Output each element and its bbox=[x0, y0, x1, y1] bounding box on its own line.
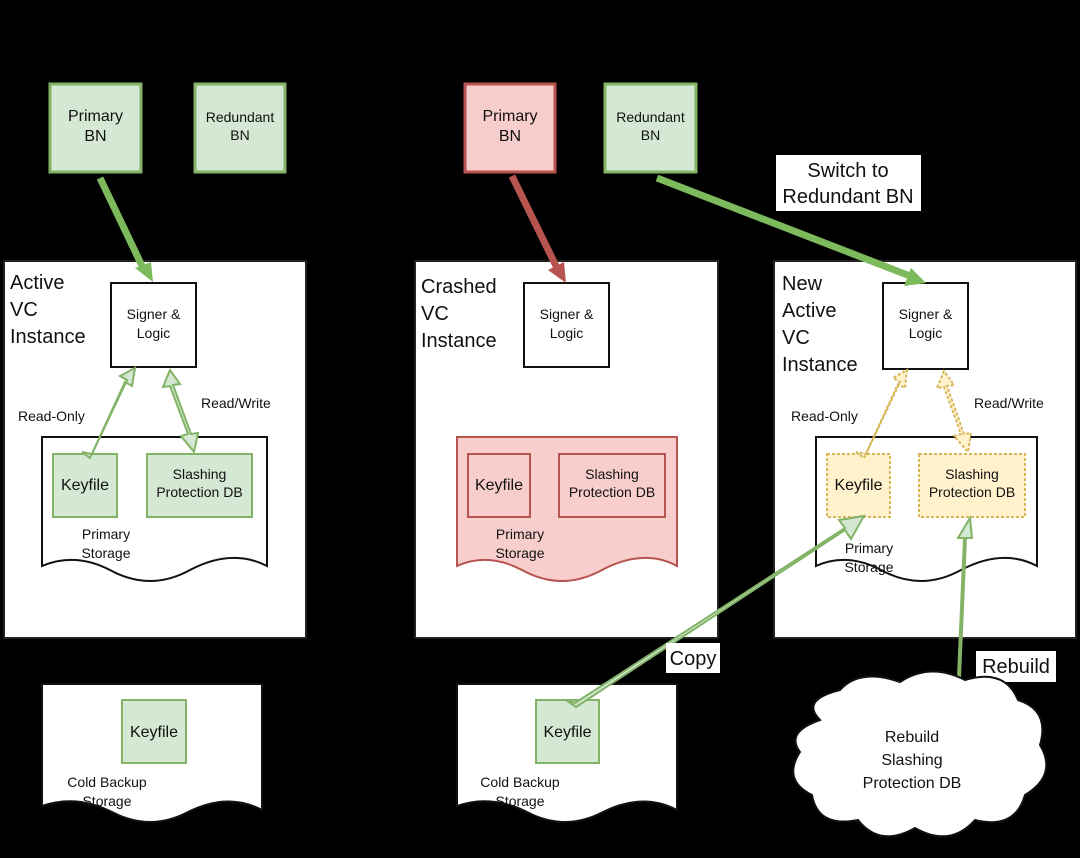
right-rebuild-cloud bbox=[792, 670, 1048, 838]
right-arrow-switch-to-redundant bbox=[655, 174, 926, 286]
middle-arrow-bn-to-signer bbox=[508, 174, 566, 283]
middle-signer-box bbox=[523, 282, 610, 368]
right-arrow-read-only bbox=[855, 368, 909, 460]
left-storage-line2: Storage bbox=[81, 545, 130, 561]
right-rebuild-label: Rebuild bbox=[982, 656, 1050, 678]
right-read-write-label: Read/Write bbox=[974, 395, 1044, 411]
right-signer-line2: Logic bbox=[909, 325, 942, 341]
middle-signer-line1: Signer & bbox=[540, 306, 594, 322]
right-read-only-label: Read-Only bbox=[791, 408, 858, 424]
left-signer-box bbox=[110, 282, 197, 368]
left-slashing-line1: Slashing bbox=[173, 466, 227, 482]
middle-vc-title-line3: Instance bbox=[421, 330, 497, 352]
middle-storage-line2: Storage bbox=[495, 545, 544, 561]
left-signer-line2: Logic bbox=[137, 325, 170, 341]
right-slashing-line2: Protection DB bbox=[929, 484, 1015, 500]
left-arrow-read-only bbox=[81, 366, 137, 460]
middle-signer-line2: Logic bbox=[550, 325, 583, 341]
left-primary-bn-line1: Primary bbox=[68, 108, 123, 125]
left-slashing-db bbox=[146, 453, 253, 518]
right-vc-title-line4: Instance bbox=[782, 354, 858, 376]
middle-cold-storage-line2: Storage bbox=[495, 793, 544, 809]
right-vc-title-line3: VC bbox=[782, 327, 810, 349]
middle-cold-storage-line1: Cold Backup bbox=[480, 774, 560, 790]
middle-cold-keyfile-label: Keyfile bbox=[543, 724, 591, 741]
left-primary-bn: Primary BN bbox=[48, 82, 143, 174]
right-vc-title-line2: Active bbox=[782, 300, 836, 322]
left-cold-storage-line1: Cold Backup bbox=[67, 774, 147, 790]
middle-keyfile bbox=[467, 453, 531, 518]
middle-slashing-line1: Slashing bbox=[585, 466, 639, 482]
right-signer-line1: Signer & bbox=[899, 306, 953, 322]
left-read-only-label: Read-Only bbox=[18, 408, 85, 424]
middle-primary-bn: Primary BN bbox=[463, 82, 557, 174]
right-copy-label: Copy bbox=[670, 648, 717, 670]
left-primary-bn-line2: BN bbox=[84, 128, 106, 145]
right-switch-label-line2: Redundant BN bbox=[782, 186, 913, 208]
left-arrow-read-write bbox=[161, 367, 200, 455]
right-storage-line1: Primary bbox=[845, 540, 893, 556]
left-cold-keyfile bbox=[121, 699, 187, 764]
middle-redundant-bn-line2: BN bbox=[641, 127, 660, 143]
left-cold-storage-line2: Storage bbox=[82, 793, 131, 809]
left-vc-title-line3: Instance bbox=[10, 326, 86, 348]
right-arrow-read-write bbox=[935, 368, 973, 455]
middle-slashing-line2: Protection DB bbox=[569, 484, 655, 500]
left-arrow-bn-to-signer bbox=[96, 176, 153, 282]
right-vc-title-line1: New bbox=[782, 273, 823, 295]
right-copy-label-bg bbox=[666, 643, 720, 673]
right-signer-box bbox=[882, 282, 969, 370]
middle-primary-storage bbox=[456, 436, 678, 582]
left-redundant-bn-line2: BN bbox=[230, 127, 249, 143]
left-cold-keyfile-label: Keyfile bbox=[130, 724, 178, 741]
left-vc-title-line1: Active bbox=[10, 272, 64, 294]
right-slashing-db bbox=[918, 453, 1026, 518]
right-keyfile-label: Keyfile bbox=[834, 477, 882, 494]
middle-vc-title-line2: VC bbox=[421, 303, 449, 325]
left-redundant-bn: Redundant BN bbox=[193, 82, 287, 174]
middle-vc-title-line1: Crashed bbox=[421, 276, 497, 298]
middle-primary-bn-line1: Primary bbox=[482, 108, 537, 125]
right-cloud-line3: Protection DB bbox=[863, 775, 962, 792]
left-keyfile bbox=[52, 453, 118, 518]
middle-storage-line1: Primary bbox=[496, 526, 544, 542]
middle-primary-bn-line2: BN bbox=[499, 128, 521, 145]
middle-redundant-bn-line1: Redundant bbox=[616, 109, 685, 125]
middle-keyfile-label: Keyfile bbox=[475, 477, 523, 494]
left-vc-title-line2: VC bbox=[10, 299, 38, 321]
left-slashing-line2: Protection DB bbox=[156, 484, 242, 500]
left-storage-line1: Primary bbox=[82, 526, 130, 542]
left-read-write-label: Read/Write bbox=[201, 395, 271, 411]
left-signer-line1: Signer & bbox=[127, 306, 181, 322]
middle-redundant-bn: Redundant BN bbox=[603, 82, 698, 174]
right-switch-label-line1: Switch to bbox=[807, 160, 888, 182]
right-arrow-rebuild bbox=[946, 514, 974, 701]
right-cloud-line2: Slashing bbox=[881, 752, 942, 769]
left-redundant-bn-line1: Redundant bbox=[206, 109, 275, 125]
right-cloud-line1: Rebuild bbox=[885, 729, 939, 746]
right-slashing-line1: Slashing bbox=[945, 466, 999, 482]
left-keyfile-label: Keyfile bbox=[61, 477, 109, 494]
right-switch-label-bg bbox=[776, 155, 921, 211]
middle-slashing-db bbox=[558, 453, 666, 518]
right-arrow-copy bbox=[565, 514, 866, 709]
right-storage-line2: Storage bbox=[844, 559, 893, 575]
